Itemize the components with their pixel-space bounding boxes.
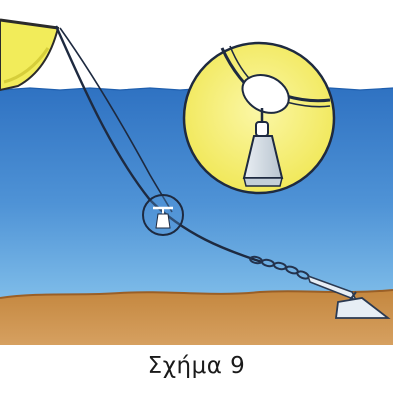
anchor-chain-icon <box>249 255 310 280</box>
figure-caption: Σχήμα 9 <box>147 353 246 379</box>
seabed <box>0 290 393 345</box>
magnifier-circle-icon <box>182 41 336 195</box>
sinker-weight-icon <box>242 135 284 187</box>
anchor-rope-icon <box>54 25 263 264</box>
anchor-icon <box>306 274 391 319</box>
sky-area <box>0 0 393 88</box>
anchoring-illustration <box>0 0 393 345</box>
boat-hull-icon <box>0 18 60 92</box>
seabed-edge <box>0 289 393 299</box>
magnifier-small-circle <box>142 194 184 236</box>
